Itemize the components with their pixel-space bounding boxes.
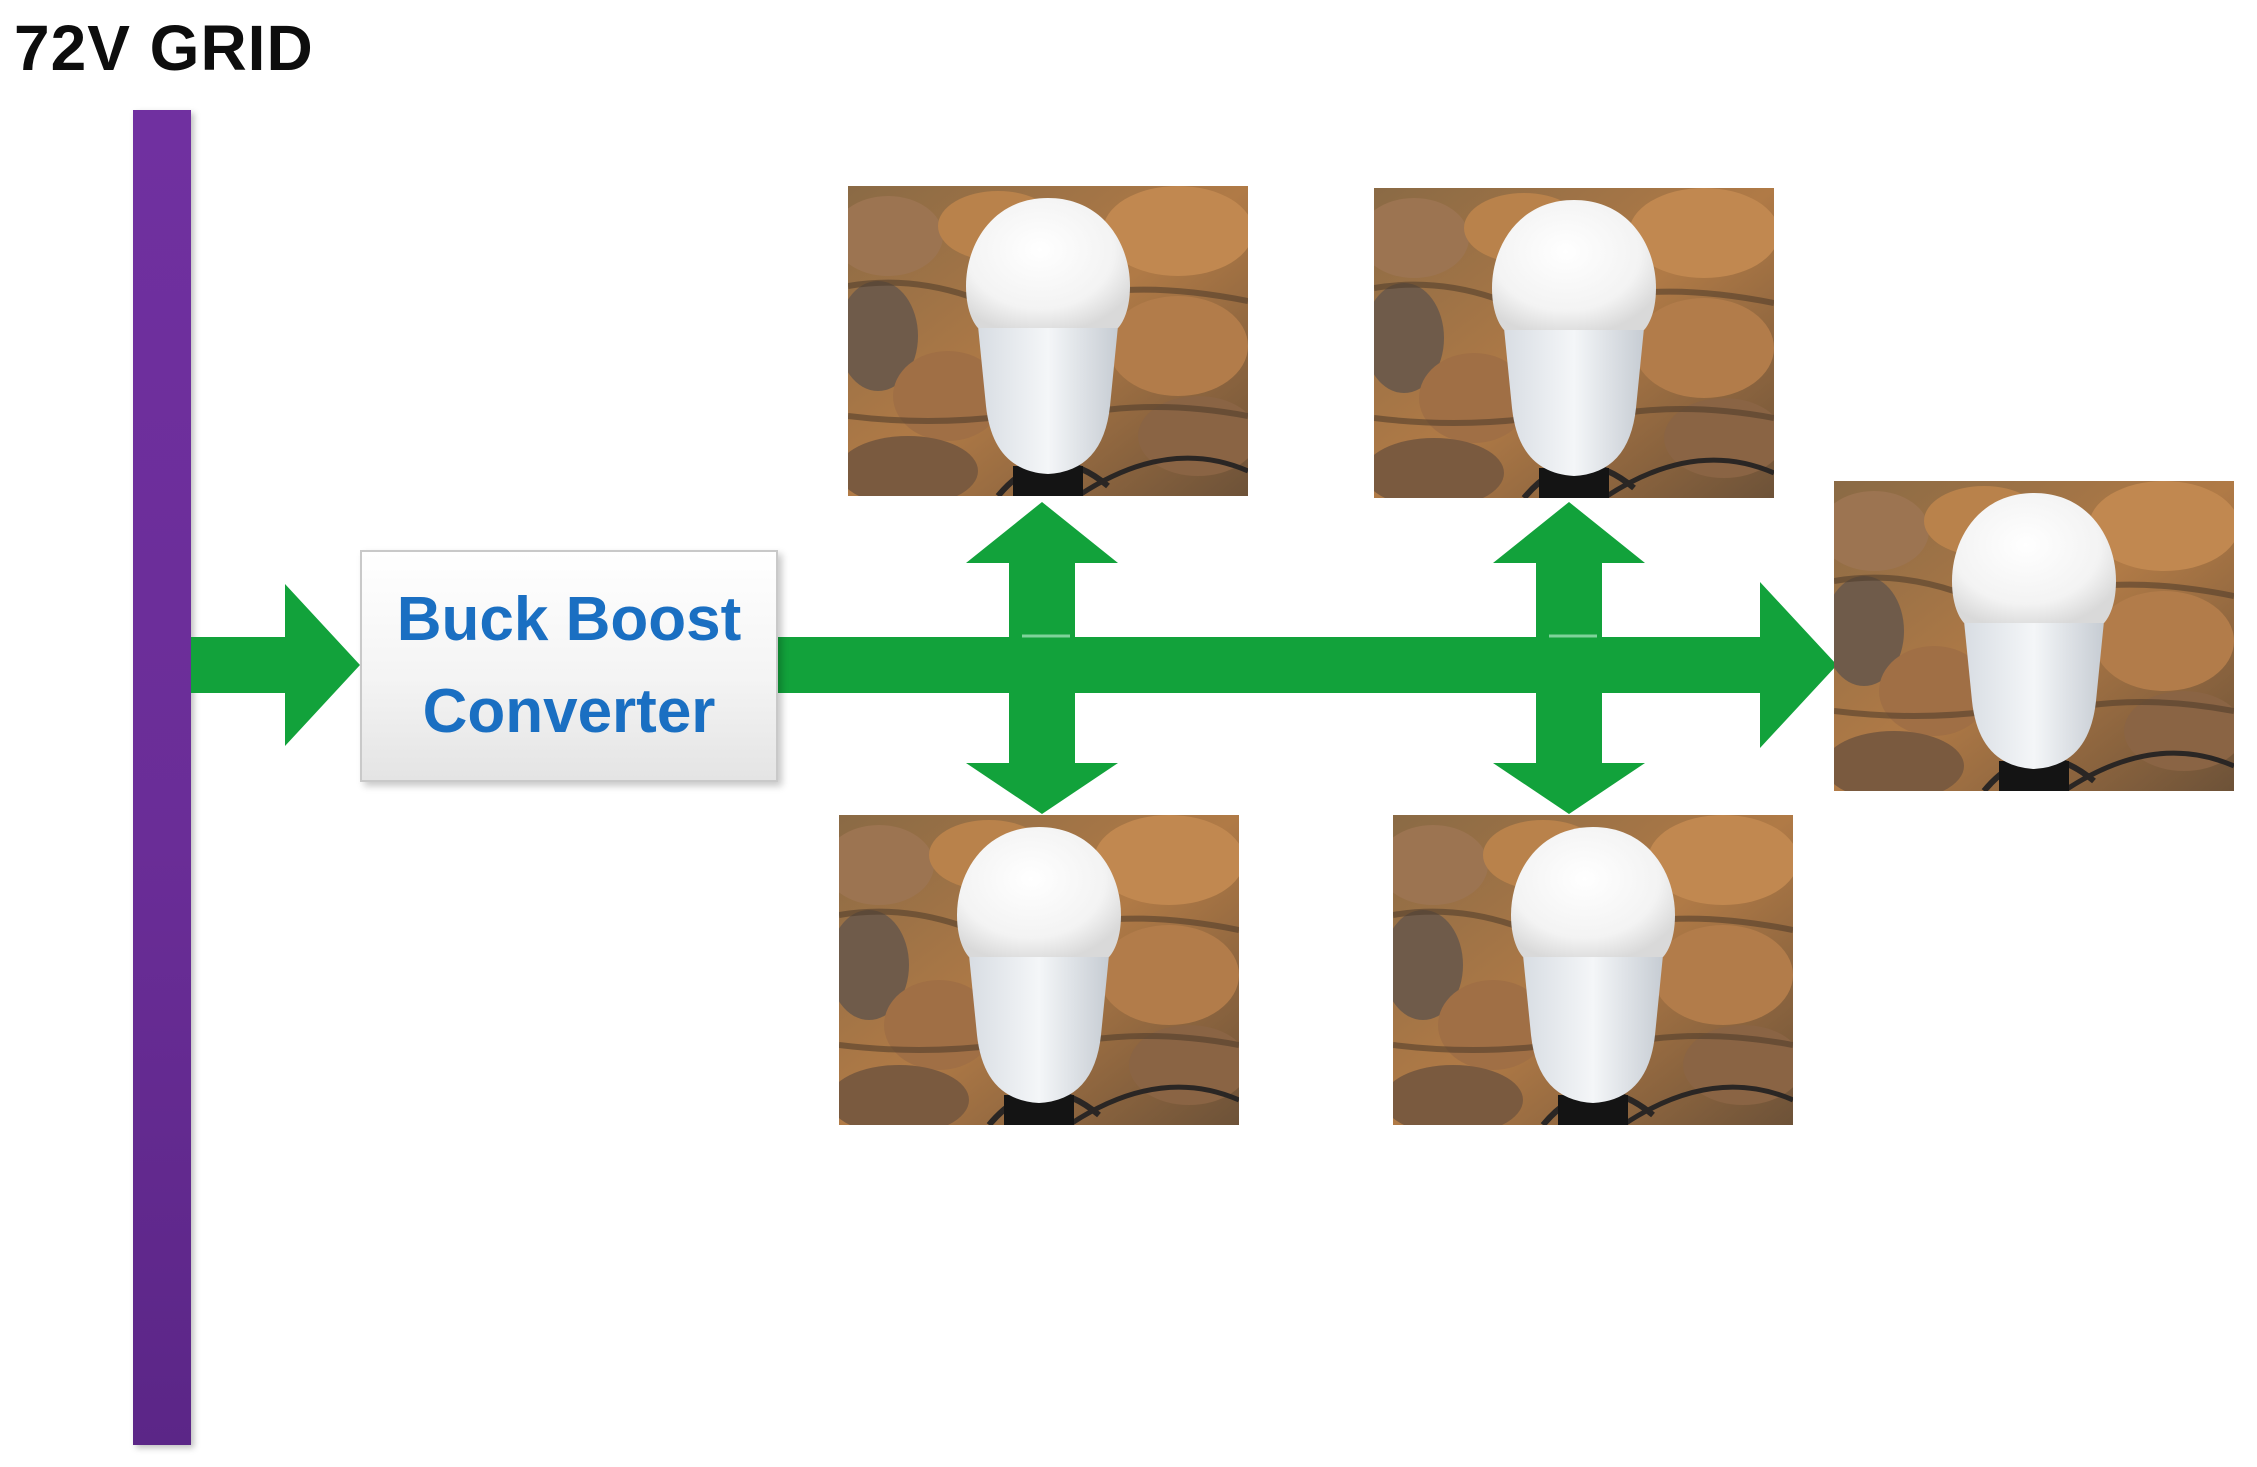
grid-title: 72V GRID bbox=[14, 12, 314, 84]
converter-label-line1: Buck Boost bbox=[396, 585, 742, 654]
light-bulb-icon bbox=[839, 815, 1239, 1125]
light-bulb-icon bbox=[848, 186, 1248, 496]
light-bulb-load-right bbox=[1834, 481, 2234, 791]
light-bulb-load-top-1 bbox=[848, 186, 1248, 496]
branch-arrow-1 bbox=[966, 502, 1118, 814]
branch-arrow-2 bbox=[1493, 502, 1645, 814]
light-bulb-load-top-2 bbox=[1374, 188, 1774, 498]
light-bulb-icon bbox=[1393, 815, 1793, 1125]
converter-label-line2: Converter bbox=[422, 677, 716, 746]
input-arrow bbox=[191, 584, 360, 746]
light-bulb-icon bbox=[1834, 481, 2234, 791]
light-bulb-load-bottom-1 bbox=[839, 815, 1239, 1125]
grid-bus-bar bbox=[133, 110, 191, 1445]
light-bulb-load-bottom-2 bbox=[1393, 815, 1793, 1125]
light-bulb-icon bbox=[1374, 188, 1774, 498]
buck-boost-converter: Buck Boost Converter bbox=[360, 550, 778, 782]
main-output-arrow bbox=[778, 582, 1837, 748]
